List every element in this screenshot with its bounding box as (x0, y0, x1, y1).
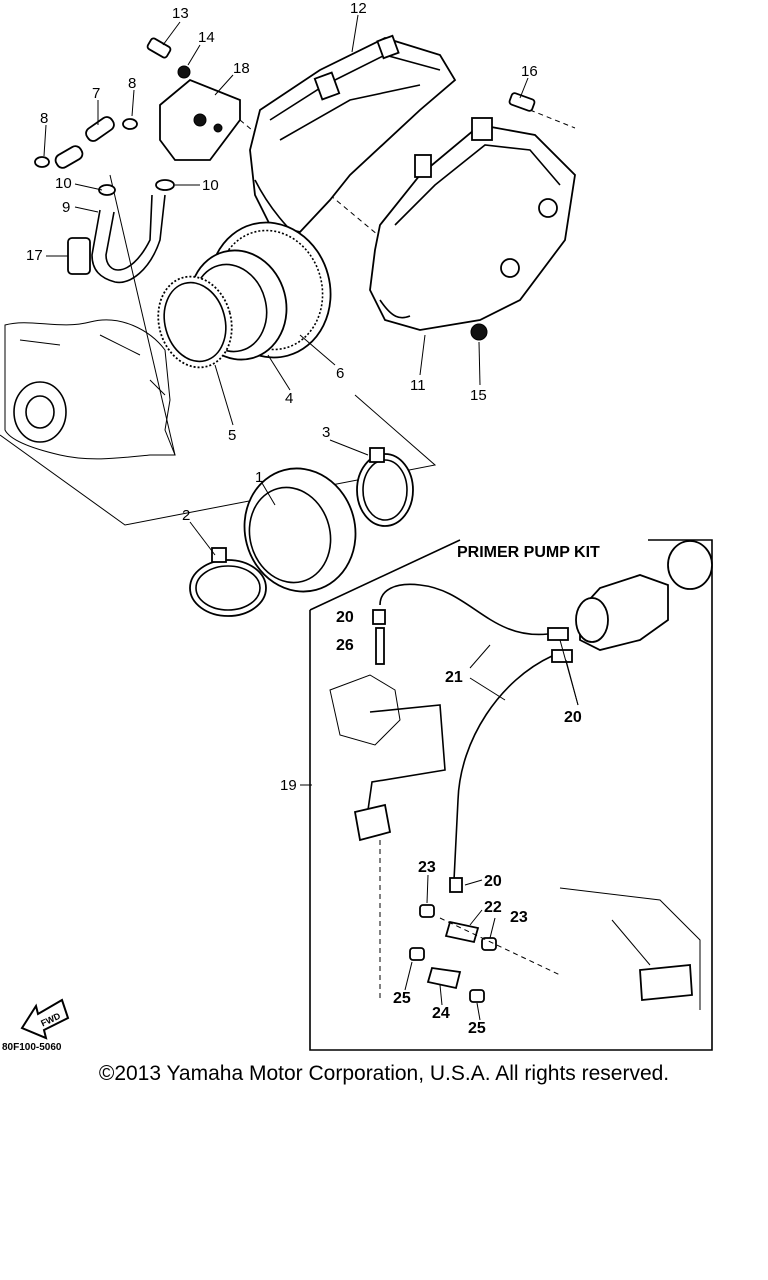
label-17: 17 (26, 247, 43, 264)
label-20-top: 20 (336, 609, 354, 626)
kit-title: PRIMER PUMP KIT (457, 544, 600, 561)
label-26: 26 (336, 637, 354, 654)
air-filter-assembly (157, 221, 332, 369)
label-23-right: 23 (510, 909, 528, 926)
label-6: 6 (336, 365, 344, 382)
label-13: 13 (172, 5, 189, 22)
label-10-right: 10 (202, 177, 219, 194)
label-22: 22 (484, 899, 502, 916)
air-box-case (249, 34, 457, 241)
label-8-left: 8 (40, 110, 48, 127)
fwd-arrow-icon: FWD (20, 998, 70, 1040)
label-8-right: 8 (128, 75, 136, 92)
label-1: 1 (255, 469, 263, 486)
label-11: 11 (410, 377, 426, 394)
label-2: 2 (182, 507, 190, 524)
label-14: 14 (198, 29, 215, 46)
label-24: 24 (432, 1005, 450, 1022)
air-box-cover (369, 117, 576, 331)
label-15: 15 (470, 387, 487, 404)
diagram-code: 80F100-5060 (2, 1042, 62, 1053)
label-21: 21 (445, 669, 463, 686)
label-3: 3 (322, 424, 330, 441)
part-labels: 13 14 18 12 16 7 8 8 10 10 9 17 6 4 5 11… (2, 0, 600, 1053)
breather-parts (34, 37, 536, 341)
label-4: 4 (285, 390, 293, 407)
label-25-left: 25 (393, 990, 411, 1007)
label-25-right: 25 (468, 1020, 486, 1037)
label-19: 19 (280, 777, 297, 794)
label-16: 16 (521, 63, 538, 80)
label-5: 5 (228, 427, 236, 444)
parts-diagram: FWD 13 14 (0, 0, 713, 1053)
engine-outline (4, 319, 176, 460)
leader-lines (43, 14, 579, 1021)
label-20-pump: 20 (564, 709, 582, 726)
label-9: 9 (62, 199, 70, 216)
label-10-left: 10 (55, 175, 72, 192)
label-23-left: 23 (418, 859, 436, 876)
intake-joint-assembly (189, 447, 414, 617)
label-20-lower: 20 (484, 873, 502, 890)
label-18: 18 (233, 60, 250, 77)
copyright-notice: ©2013 Yamaha Motor Corporation, U.S.A. A… (98, 1062, 670, 1085)
label-7: 7 (92, 85, 100, 102)
label-12: 12 (350, 0, 367, 17)
primer-pump-kit-box (309, 539, 713, 1051)
